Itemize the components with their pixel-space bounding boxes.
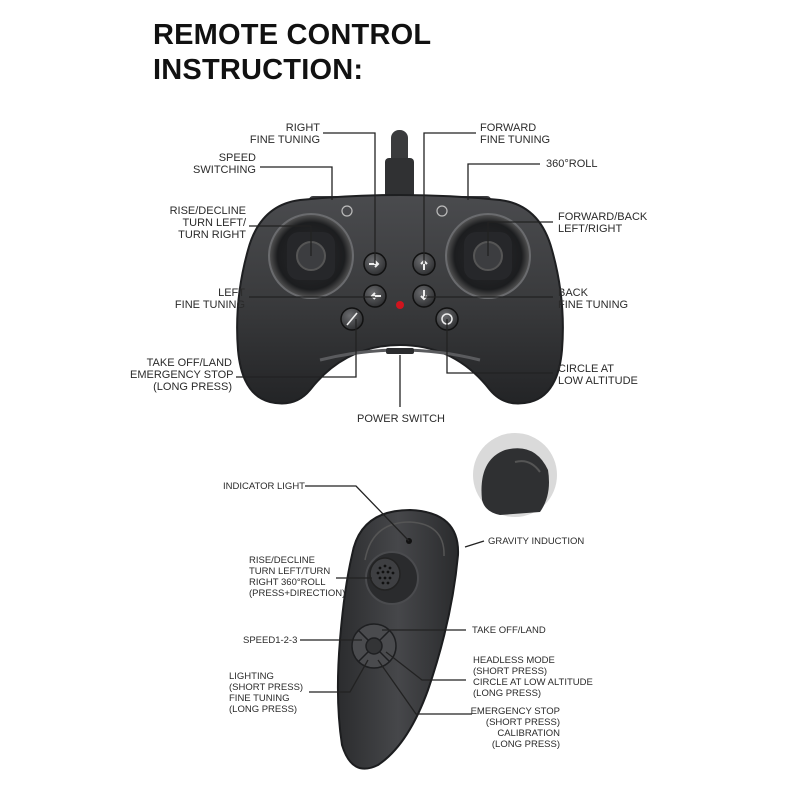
joystick-grip-dots xyxy=(376,564,395,585)
title-line-2: INSTRUCTION: xyxy=(153,54,364,86)
power-switch[interactable] xyxy=(386,348,414,354)
gamepad-controller xyxy=(236,130,564,407)
label-headless-mode: HEADLESS MODE (SHORT PRESS) CIRCLE AT LO… xyxy=(473,655,593,699)
label-speed-switching: SPEED SWITCHING xyxy=(193,152,256,176)
label-wand-rise-decline: RISE/DECLINE TURN LEFT/TURN RIGHT 360°RO… xyxy=(249,555,346,599)
speed-icon xyxy=(341,205,353,217)
arrow-right-icon xyxy=(369,260,380,268)
back-fine-tuning-button[interactable] xyxy=(412,284,436,308)
label-forward-back: FORWARD/BACK LEFT/RIGHT xyxy=(558,211,648,235)
left-fine-tuning-button[interactable] xyxy=(363,284,387,308)
page-title: REMOTE CONTROL INSTRUCTION: xyxy=(153,18,431,88)
wand-leader-lines xyxy=(300,485,485,715)
dpad-center-button[interactable] xyxy=(365,637,383,655)
label-360-roll: 360°ROLL xyxy=(546,158,598,170)
label-wand-take-off-land: TAKE OFF/LAND xyxy=(472,625,546,636)
gamepad-leader-lines xyxy=(236,132,553,407)
takeoff-land-icon xyxy=(346,312,358,326)
handheld-controller xyxy=(300,433,557,770)
label-right-fine-tuning: RIGHT FINE TUNING xyxy=(249,122,320,146)
label-power-switch: POWER SWITCH xyxy=(357,413,445,425)
label-speed-1-2-3: SPEED1-2-3 xyxy=(243,635,298,646)
label-circle-low-altitude: CIRCLE AT LOW ALTITUDE xyxy=(558,363,638,387)
label-takeoff-land: TAKE OFF/LAND EMERGENCY STOP (LONG PRESS… xyxy=(130,357,234,393)
label-lighting: LIGHTING (SHORT PRESS) FINE TUNING (LONG… xyxy=(229,671,304,715)
title-line-1: REMOTE CONTROL xyxy=(153,19,432,51)
label-back-fine-tuning: BACK FINE TUNING xyxy=(558,287,629,311)
label-indicator-light: INDICATOR LIGHT xyxy=(223,481,305,492)
wand-joystick[interactable] xyxy=(369,557,401,591)
label-left-fine-tuning: LEFT FINE TUNING xyxy=(174,287,245,311)
indicator-led xyxy=(396,301,404,309)
arrow-left-icon xyxy=(370,292,381,300)
roll-360-icon xyxy=(436,205,448,217)
takeoff-land-button[interactable] xyxy=(340,307,364,331)
label-gravity-induction: GRAVITY INDUCTION xyxy=(488,536,585,547)
label-emergency-stop: EMERGENCY STOP (SHORT PRESS) CALIBRATION… xyxy=(470,706,560,750)
label-forward-fine-tuning: FORWARD FINE TUNING xyxy=(480,122,551,146)
label-rise-decline: RISE/DECLINE TURN LEFT/ TURN RIGHT xyxy=(169,205,246,241)
